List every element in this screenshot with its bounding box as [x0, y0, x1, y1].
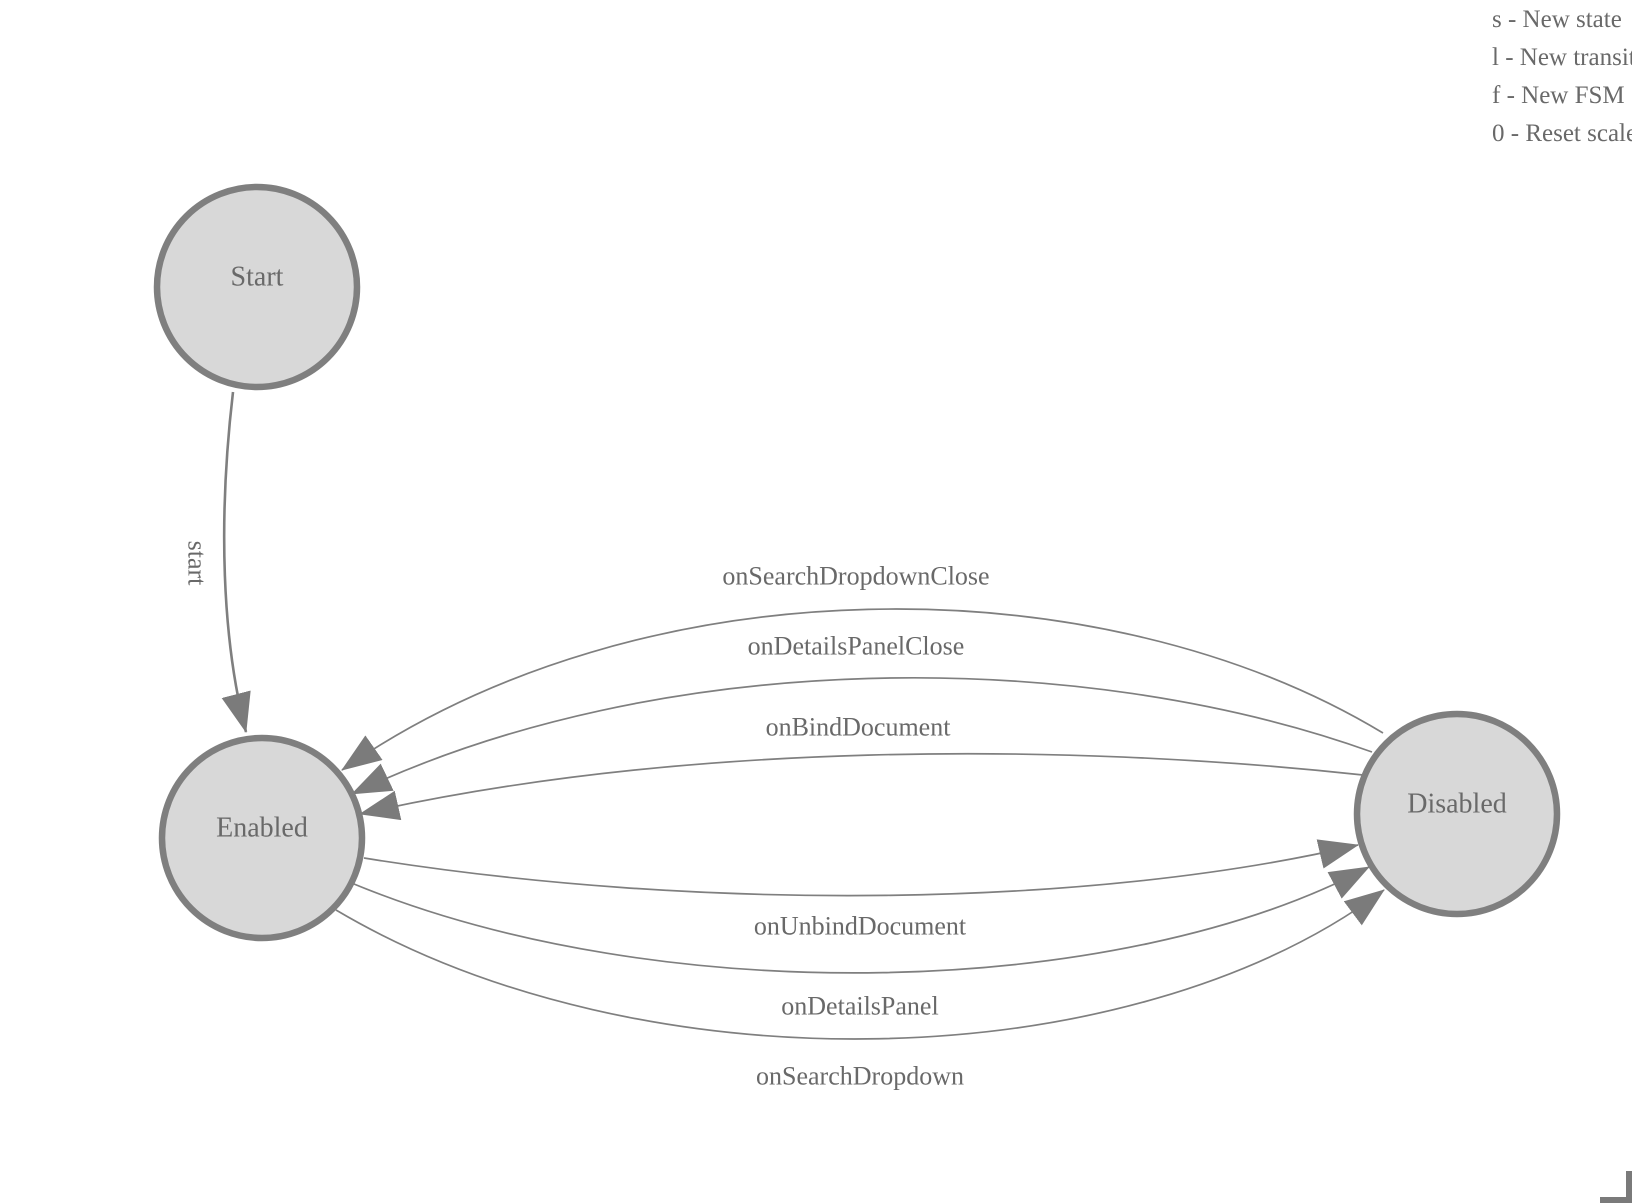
legend-item-new-state: s - New state [1492, 6, 1622, 33]
offscreen-element-corner [1600, 1171, 1632, 1203]
legend-item-new-fsm: f - New FSM [1492, 82, 1625, 109]
transition-onBindDocument[interactable]: onBindDocument [359, 713, 1364, 821]
transition-onSearchDropdown-path[interactable] [335, 889, 1385, 1040]
transition-label-onUnbindDocument: onUnbindDocument [754, 912, 967, 941]
transition-start[interactable]: start [183, 391, 251, 733]
state-node-start[interactable]: Start [153, 183, 361, 391]
state-circle-start[interactable] [153, 183, 361, 391]
state-label-start: Start [231, 262, 284, 293]
transition-label-onSearchDropdown: onSearchDropdown [756, 1062, 964, 1091]
transition-label-onSearchDropdownClose: onSearchDropdownClose [722, 562, 989, 591]
transition-onDetailsPanelClose-path[interactable] [351, 676, 1373, 795]
transition-label-onDetailsPanelClose: onDetailsPanelClose [748, 632, 965, 661]
state-circle-disabled[interactable] [1353, 710, 1561, 918]
transition-label-onDetailsPanel: onDetailsPanel [781, 992, 938, 1021]
transition-onUnbindDocument-path[interactable] [363, 839, 1359, 897]
transition-onSearchDropdownClose[interactable]: onSearchDropdownClose [341, 562, 1384, 771]
transition-onDetailsPanelClose[interactable]: onDetailsPanelClose [351, 632, 1373, 795]
transition-onUnbindDocument[interactable]: onUnbindDocument [363, 839, 1359, 941]
legend-item-new-transition: l - New transition [1492, 44, 1632, 71]
transition-start-path[interactable] [221, 391, 251, 733]
state-circle-enabled[interactable] [158, 734, 366, 942]
shortcut-legend: s - New state l - New transition f - New… [1492, 1, 1632, 153]
transition-label-onBindDocument: onBindDocument [766, 713, 952, 742]
state-node-disabled[interactable]: Disabled [1353, 710, 1561, 918]
transition-onBindDocument-path[interactable] [359, 752, 1364, 821]
state-label-enabled: Enabled [216, 813, 308, 844]
transition-onSearchDropdown[interactable]: onSearchDropdown [335, 889, 1385, 1091]
state-node-enabled[interactable]: Enabled [158, 734, 366, 942]
transition-onDetailsPanel[interactable]: onDetailsPanel [353, 866, 1370, 1021]
transition-label-start: start [183, 541, 212, 587]
state-label-disabled: Disabled [1407, 789, 1507, 820]
transition-onSearchDropdownClose-path[interactable] [341, 608, 1384, 771]
transition-onDetailsPanel-path[interactable] [353, 866, 1370, 974]
legend-item-reset-scale: 0 - Reset scale [1492, 120, 1632, 147]
